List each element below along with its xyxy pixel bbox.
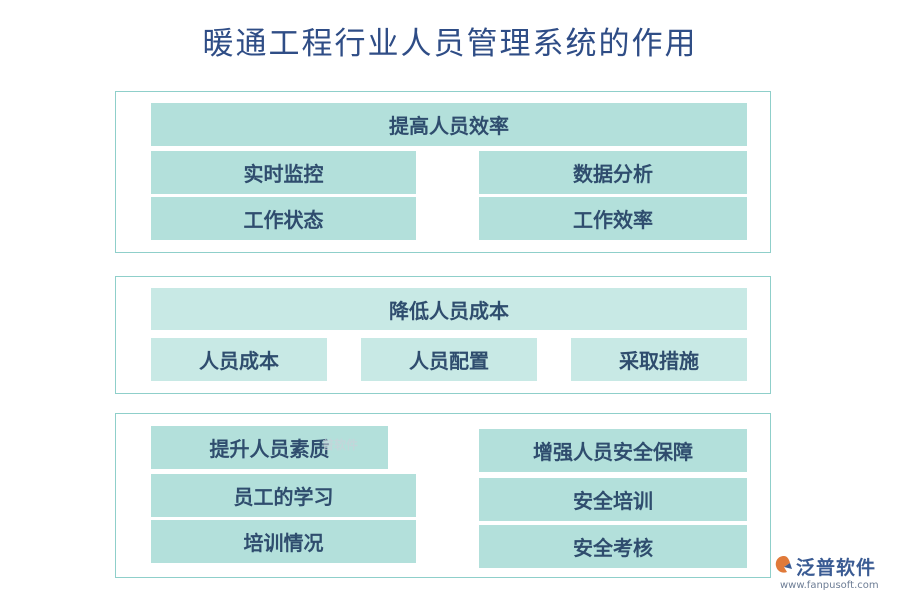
box-work-efficiency: 工作效率	[479, 197, 747, 240]
brand-logo: 泛普软件 www.fanpusoft.com	[772, 553, 896, 593]
header-improve-efficiency: 提高人员效率	[151, 103, 747, 146]
header-reduce-cost: 降低人员成本	[151, 288, 747, 330]
watermark: 普软件	[322, 438, 359, 452]
header-improve-quality: 提升人员素质	[151, 426, 388, 469]
box-safety-assessment: 安全考核	[479, 525, 747, 568]
box-realtime-monitor: 实时监控	[151, 151, 416, 194]
diagram-title: 暖通工程行业人员管理系统的作用	[202, 26, 698, 62]
header-enhance-safety: 增强人员安全保障	[479, 429, 747, 472]
logo-icon	[775, 556, 792, 573]
box-data-analysis: 数据分析	[479, 151, 747, 194]
logo-url: www.fanpusoft.com	[780, 580, 879, 591]
box-take-measures: 采取措施	[571, 338, 747, 381]
box-work-status: 工作状态	[151, 197, 416, 240]
panel-improve-efficiency: 提高人员效率 实时监控 数据分析 工作状态 工作效率	[115, 91, 771, 253]
box-safety-training: 安全培训	[479, 478, 747, 521]
box-training-status: 培训情况	[151, 520, 416, 563]
box-staff-learning: 员工的学习	[151, 474, 416, 517]
panel-reduce-cost: 降低人员成本 人员成本 人员配置 采取措施	[115, 276, 771, 394]
box-staff-cost: 人员成本	[151, 338, 327, 381]
box-staff-allocation: 人员配置	[361, 338, 537, 381]
panel-quality-safety: 提升人员素质 员工的学习 培训情况 增强人员安全保障 安全培训 安全考核	[115, 413, 771, 578]
logo-name: 泛普软件	[796, 557, 877, 579]
